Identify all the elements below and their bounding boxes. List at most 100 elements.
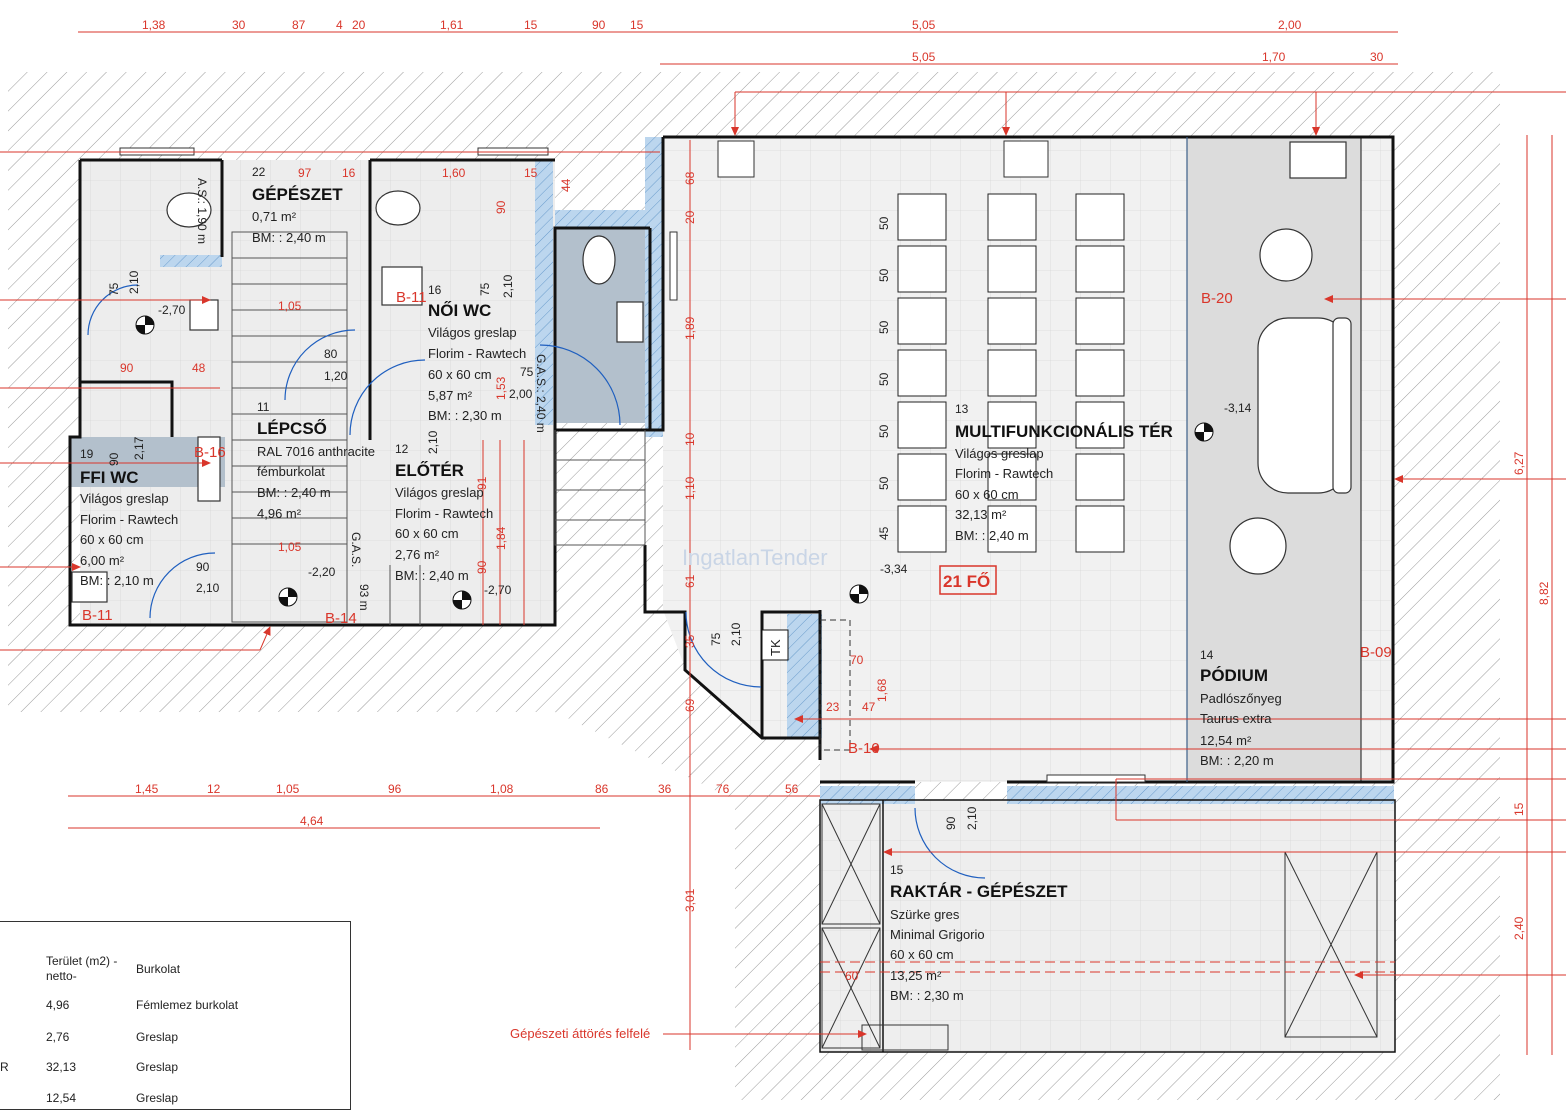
penetration-note: Gépészeti áttörés felfelé <box>510 1026 650 1041</box>
dim-text: 1,61 <box>440 18 464 32</box>
room-line: Világos greslap <box>395 485 484 500</box>
spacing-text: 50 <box>877 424 891 438</box>
level-markers <box>135 315 1214 610</box>
room-number: 22 <box>252 165 266 179</box>
tag-label: B-09 <box>1360 644 1392 661</box>
tag-label: B-16 <box>194 444 226 461</box>
ceiling-units <box>717 140 1049 178</box>
room-number: 16 <box>428 283 442 297</box>
room-line: Florim - Rawtech <box>428 346 526 361</box>
tag-label: B-14 <box>325 610 357 627</box>
spacing-text: 50 <box>877 476 891 490</box>
room-gepeszet: 22 GÉPÉSZET 0,71 m² BM: : 2,40 m <box>252 165 343 245</box>
misc-dim: G.A.S.: 2,40 m <box>534 354 548 433</box>
level-text: -2,20 <box>308 565 336 579</box>
misc-dim: 1,84 <box>494 526 508 550</box>
door-swings <box>87 284 986 879</box>
misc-dim: 47 <box>862 700 876 714</box>
legend-floor: Greslap <box>136 1030 179 1044</box>
room-line: BM: : 2,40 m <box>395 568 469 583</box>
room-line: 13,25 m² <box>890 968 942 983</box>
room-line: BM: : 2,10 m <box>80 573 154 588</box>
tk-box <box>761 629 789 661</box>
level-text: -2,70 <box>158 303 186 317</box>
misc-dim: 80 <box>324 347 338 361</box>
room-title: ELŐTÉR <box>395 461 464 480</box>
misc-dim: 15 <box>524 166 538 180</box>
misc-dim: 16 <box>342 166 356 180</box>
room-line: BM: : 2,40 m <box>257 485 331 500</box>
sanitary-fixtures <box>71 190 644 603</box>
spacing-text: 50 <box>877 216 891 230</box>
dim-text: 69 <box>683 698 697 712</box>
misc-dim: 2,00 <box>509 387 533 401</box>
tag-label: B-11 <box>82 607 113 624</box>
capacity-box <box>939 565 997 595</box>
misc-dim: 90 <box>107 452 121 466</box>
misc-dim: 93 m <box>357 584 371 611</box>
room-number: 14 <box>1200 648 1214 662</box>
room-title: GÉPÉSZET <box>252 185 343 204</box>
right-dimensions: 6,27 8,82 15 2,40 <box>1512 451 1551 940</box>
tag-label: B-20 <box>1201 290 1233 307</box>
room-floors <box>70 137 1395 1052</box>
room-noi-wc: 16 NŐI WC Világos greslap Florim - Rawte… <box>428 283 526 423</box>
room-number: 19 <box>80 447 94 461</box>
middle-vertical-dimensions: 68 20 1,89 10 1,10 61 35 69 3,01 <box>683 171 697 912</box>
room-title: PÓDIUM <box>1200 666 1268 685</box>
legend-floor: Greslap <box>136 1060 179 1074</box>
room-line: BM: : 2,30 m <box>428 408 502 423</box>
room-number: 15 <box>890 863 904 877</box>
top-dimensions-row2: 5,05 1,70 30 <box>912 50 1384 64</box>
dim-text: 8,82 <box>1537 581 1551 605</box>
room-number: 11 <box>257 400 270 414</box>
seating-rows <box>897 193 1125 553</box>
storage-crosses <box>819 619 1378 1051</box>
dim-text: 5,05 <box>912 18 936 32</box>
dim-text: 2,00 <box>1278 18 1302 32</box>
legend-area: 2,76 <box>46 1030 70 1044</box>
legend-area: 12,54 <box>46 1091 77 1105</box>
element-tags: B-11 B-16 B-11 B-14 B-20 B-09 B-10 <box>82 289 1392 757</box>
room-ffi-wc: 19 FFI WC Világos greslap Florim - Rawte… <box>80 447 178 588</box>
walls <box>68 135 1396 1053</box>
room-line: 6,00 m² <box>80 553 125 568</box>
room-line: Florim - Rawtech <box>955 466 1053 481</box>
misc-dim: 44 <box>559 178 573 192</box>
legend-header-area: Terület (m2) - <box>46 954 118 968</box>
dim-text: 36 <box>658 782 672 796</box>
misc-dim: 90 <box>475 560 489 574</box>
room-line: Florim - Rawtech <box>80 512 178 527</box>
misc-dim: 2,10 <box>965 806 979 830</box>
room-line: 32,13 m² <box>955 507 1007 522</box>
dim-text: 2,40 <box>1512 916 1526 940</box>
room-lepcso: 11 LÉPCSŐ RAL 7016 anthracite fémburkola… <box>257 400 375 521</box>
dim-text: 87 <box>292 18 306 32</box>
tk-label: TK <box>768 639 783 656</box>
room-line: BM: : 2,40 m <box>252 230 326 245</box>
spacing-text: 50 <box>877 268 891 282</box>
misc-dim: 1,05 <box>278 540 302 554</box>
misc-dim: 90 <box>120 361 134 375</box>
spacing-text: 50 <box>877 372 891 386</box>
dim-text: 15 <box>524 18 538 32</box>
dim-text: 76 <box>716 782 730 796</box>
dim-text: 1,89 <box>683 316 697 340</box>
level-labels: -2,70 -2,20 -2,70 -3,34 -3,14 <box>158 303 1252 597</box>
room-line: RAL 7016 anthracite <box>257 444 375 459</box>
level-text: -3,34 <box>880 562 908 576</box>
room-line: 60 x 60 cm <box>395 526 459 541</box>
room-line: 2,76 m² <box>395 547 440 562</box>
misc-dim: 90 <box>944 816 958 830</box>
room-line: Florim - Rawtech <box>395 506 493 521</box>
misc-dim: 2,17 <box>132 436 146 460</box>
dim-text: 5,05 <box>912 50 936 64</box>
misc-dim: 48 <box>192 361 206 375</box>
legend-floor: Fémlemez burkolat <box>136 998 239 1012</box>
room-title: MULTIFUNKCIONÁLIS TÉR <box>955 422 1173 441</box>
watermark: IngatlanTender <box>682 545 828 570</box>
misc-dim: 75 <box>478 282 492 296</box>
dim-text: 12 <box>207 782 221 796</box>
misc-dim: 1,53 <box>494 376 508 400</box>
